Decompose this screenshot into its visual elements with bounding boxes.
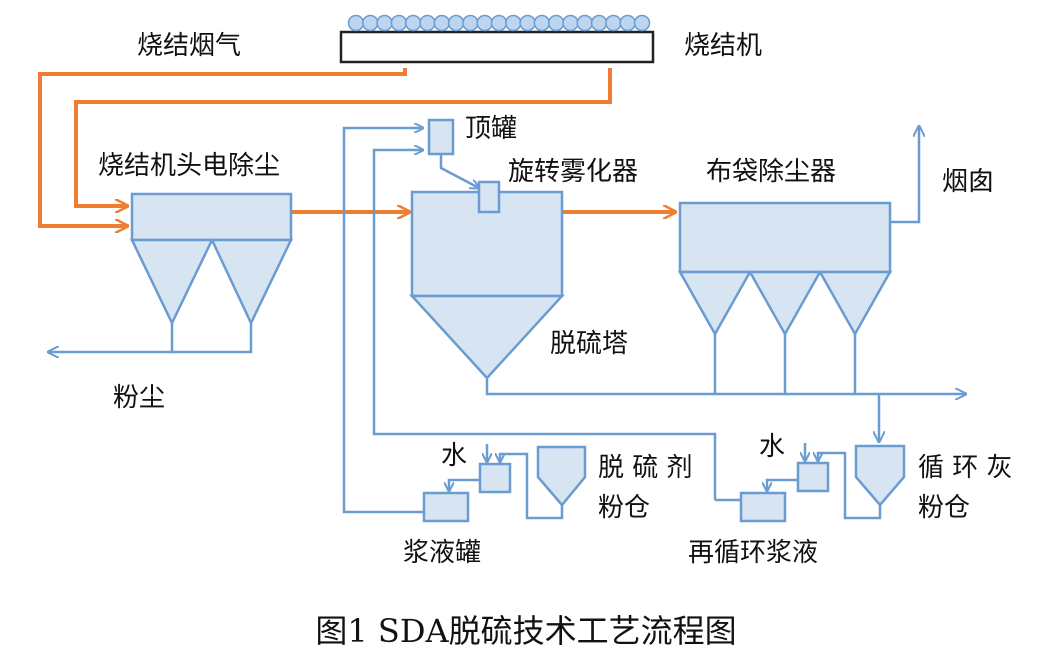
flue-gas-line-2 bbox=[74, 68, 612, 206]
sinter-roller bbox=[547, 14, 565, 32]
label-ash-silo-line1: 循 环 灰 bbox=[918, 453, 1013, 483]
sinter-roller bbox=[533, 14, 551, 32]
sinter-roller bbox=[433, 14, 451, 32]
label-water-1: 水 bbox=[441, 441, 467, 471]
label-sorbent-silo-line2: 粉仓 bbox=[598, 493, 650, 523]
sinter-roller bbox=[562, 14, 579, 32]
label-chimney: 烟囱 bbox=[942, 167, 994, 197]
recirc-slurry-line bbox=[372, 150, 717, 500]
sinter-roller bbox=[376, 14, 393, 32]
sinter-roller bbox=[447, 14, 465, 32]
label-sintering-machine: 烧结机 bbox=[684, 31, 762, 61]
desulfurization-tower bbox=[409, 180, 565, 380]
label-top-tank: 顶罐 bbox=[465, 114, 517, 144]
sinter-roller bbox=[505, 14, 522, 32]
head-esp bbox=[48, 192, 293, 352]
label-dust: 粉尘 bbox=[113, 383, 165, 413]
sinter-roller bbox=[419, 14, 436, 32]
mixing-tank-1 bbox=[478, 462, 512, 494]
ash-collection-line bbox=[485, 334, 966, 442]
sinter-roller bbox=[390, 14, 408, 32]
slurry-tank bbox=[422, 491, 470, 523]
sinter-roller bbox=[576, 14, 594, 32]
sinter-roller bbox=[462, 14, 479, 32]
sinter-rollers bbox=[347, 14, 651, 32]
label-sinter-flue-gas: 烧结烟气 bbox=[137, 31, 241, 61]
sinter-roller bbox=[519, 14, 536, 32]
recirc-slurry-tank bbox=[739, 491, 787, 523]
label-sorbent-silo-line1: 脱 硫 剂 bbox=[598, 453, 693, 483]
rotary-atomizer bbox=[477, 180, 501, 214]
sinter-roller bbox=[619, 14, 636, 32]
label-ash-silo-line2: 粉仓 bbox=[918, 493, 970, 523]
top-tank-to-atomizer bbox=[439, 154, 479, 188]
recirc-ash-silo bbox=[854, 444, 906, 507]
chimney-outlet-arrow bbox=[890, 126, 919, 224]
label-head-esp: 烧结机头电除尘 bbox=[98, 151, 280, 181]
recirc-preparation-unit bbox=[715, 443, 906, 523]
mixing-tank-2 bbox=[796, 461, 830, 493]
sinter-roller bbox=[347, 14, 365, 32]
label-water-2: 水 bbox=[759, 432, 785, 462]
flue-gas-lines bbox=[38, 68, 676, 226]
label-bag-filter: 布袋除尘器 bbox=[706, 157, 836, 187]
label-rotary-atomizer: 旋转雾化器 bbox=[508, 157, 638, 187]
sorbent-silo bbox=[536, 445, 587, 507]
sinter-roller bbox=[490, 14, 508, 32]
top-tank bbox=[427, 118, 455, 156]
figure-caption: 图1 SDA脱硫技术工艺流程图 bbox=[315, 612, 736, 650]
slurry-supply-line bbox=[342, 128, 440, 514]
sintering-machine bbox=[339, 14, 655, 64]
slurry-preparation-unit bbox=[422, 444, 587, 523]
label-slurry-tank: 浆液罐 bbox=[403, 538, 481, 568]
sinter-roller bbox=[362, 14, 379, 32]
sinter-roller bbox=[605, 14, 622, 32]
sinter-roller bbox=[476, 14, 493, 32]
sinter-roller bbox=[633, 14, 651, 32]
label-desulfurization-tower: 脱硫塔 bbox=[550, 329, 628, 359]
bag-filter bbox=[677, 126, 919, 337]
flue-gas-line-1 bbox=[38, 68, 407, 226]
sinter-roller bbox=[404, 14, 422, 32]
sinter-roller bbox=[590, 14, 608, 32]
label-recirc-slurry: 再循环浆液 bbox=[688, 538, 818, 568]
